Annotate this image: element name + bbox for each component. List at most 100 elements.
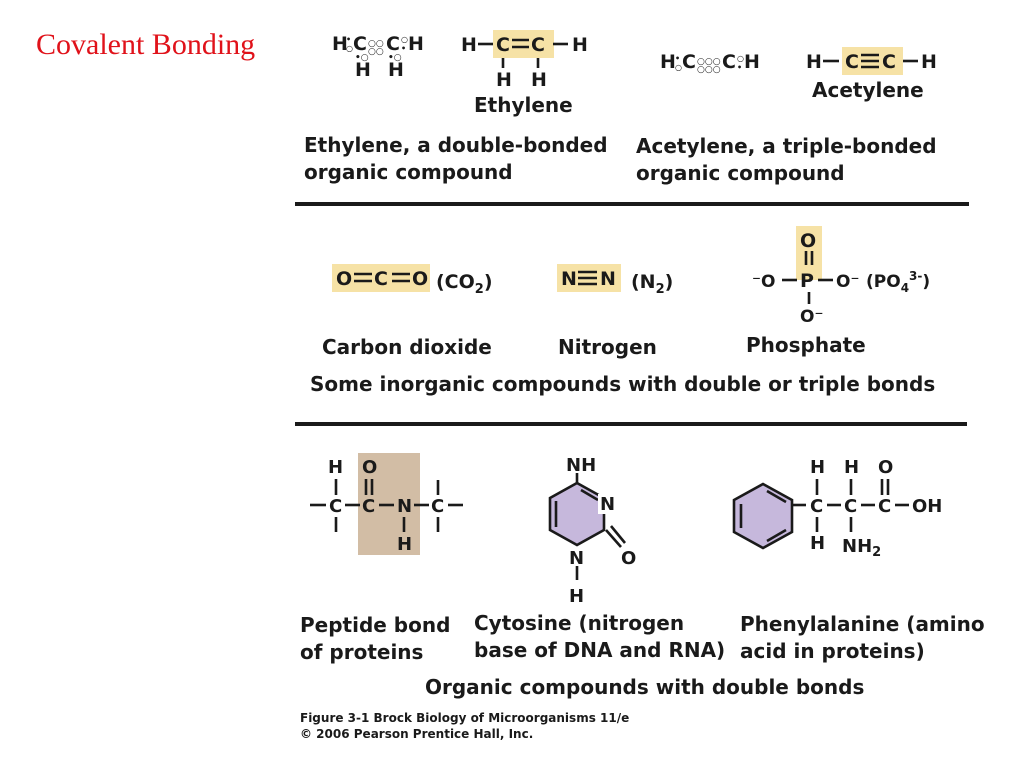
peptide-c-atom: C (431, 496, 444, 517)
peptide-h-atom: H (397, 534, 412, 555)
ethylene-name: Ethylene (474, 93, 573, 117)
double-bond-highlight (332, 264, 430, 292)
ethylene-lewis-electron-pair: ○ (401, 35, 408, 44)
ethylene-caption-line1: Ethylene, a double-bonded (304, 133, 608, 157)
acetylene-lewis-h-left: H (660, 51, 676, 73)
acetylene-lewis-c1: C (682, 51, 696, 73)
n2-n-atom: N (600, 268, 616, 290)
ethylene-lewis-c1: C (353, 33, 367, 55)
ethylene-lewis-structure: H • ○ C ○○ ○○ C ○ • H •○ •○ H H (332, 33, 424, 81)
cytosine-nh-group: NH (566, 455, 596, 476)
ethylene-caption-line2: organic compound (304, 160, 513, 184)
benzene-ring (732, 482, 794, 550)
atom-backdrop (598, 494, 618, 514)
acetylene-lewis-h-right: H (744, 51, 760, 73)
ethylene-lewis-electron-pair: •○ (388, 53, 402, 63)
phosphate-label: Phosphate (746, 333, 866, 357)
ethylene-structural-formula: H C C H H H Ethylene (461, 30, 588, 117)
phenylalanine-caption-line1: Phenylalanine (amino (740, 612, 985, 636)
co2-formula: (CO2) (436, 271, 493, 297)
acetylene-structural-formula: H C C H Acetylene (806, 47, 937, 102)
peptide-c-atom: C (329, 496, 342, 517)
phenyl-c-atom: C (878, 496, 891, 517)
ethylene-c-atom: C (496, 34, 510, 56)
peptide-caption-line1: Peptide bond (300, 613, 450, 637)
ring-double-bond (766, 489, 787, 504)
acetylene-c-atom: C (882, 51, 896, 73)
acetylene-lewis-structure: H • ○ C ○○○ ○○○ C ○ • H (660, 51, 760, 75)
acetylene-caption-line2: organic compound (636, 161, 845, 185)
slide-title: Covalent Bonding (36, 28, 256, 61)
cytosine-h-atom: H (569, 586, 584, 607)
phosphate-o-atom: O (800, 230, 816, 252)
phosphate-structure: O ⁻O P O⁻ O⁻ (PO43-) (752, 226, 930, 327)
ethylene-lewis-double-pair: ○○ (368, 39, 384, 49)
ethylene-lewis-h-right: H (408, 33, 424, 55)
acetylene-lewis-electron-pair: • (675, 54, 680, 63)
double-bond-highlight (796, 226, 822, 280)
co2-o-atom: O (412, 268, 428, 290)
ethylene-lewis-h-left: H (332, 33, 348, 55)
figure-credit-line2: © 2006 Pearson Prentice Hall, Inc. (300, 727, 533, 741)
peptide-o-atom: O (362, 457, 377, 478)
phenyl-c-atom: C (844, 496, 857, 517)
phosphate-formula: (PO43-) (866, 269, 930, 295)
cytosine-n-atom: N (569, 548, 584, 569)
double-bond-highlight (493, 30, 554, 58)
peptide-caption-line2: of proteins (300, 640, 423, 664)
acetylene-name: Acetylene (812, 78, 924, 102)
phenylalanine-structure: H H O C C C OH H NH2 (732, 457, 942, 560)
acetylene-lewis-electron-pair: ○ (675, 63, 682, 72)
carbonyl-double-bond (609, 525, 627, 544)
phosphate-p-atom: P (800, 270, 814, 292)
n2-formula: (N2) (631, 271, 673, 297)
phenyl-c-atom: C (810, 496, 823, 517)
ethylene-lewis-electron-pair: • (401, 44, 406, 53)
phenyl-o-atom: O (878, 457, 893, 478)
carbon-dioxide-structure: O C O (CO2) (332, 264, 493, 297)
peptide-c-atom: C (362, 496, 375, 517)
ethylene-lewis-double-pair: ○○ (368, 47, 384, 57)
peptide-h-atom: H (328, 457, 343, 478)
ethylene-h-atom: H (531, 69, 547, 91)
phosphate-o-minus: O⁻ (800, 307, 823, 327)
organic-caption: Organic compounds with double bonds (425, 675, 864, 699)
acetylene-caption-line1: Acetylene, a triple-bonded (636, 134, 937, 158)
ethylene-lewis-h-bottom: H (355, 59, 371, 81)
ethylene-h-atom: H (572, 34, 588, 56)
phosphate-o-minus: ⁻O (752, 272, 775, 292)
phenyl-h-atom: H (810, 457, 825, 478)
peptide-bond-structure: H O C C N C H (310, 453, 463, 555)
acetylene-lewis-triple-pair: ○○○ (697, 57, 721, 67)
carbon-dioxide-label: Carbon dioxide (322, 335, 492, 359)
ethylene-lewis-c2: C (386, 33, 400, 55)
phenyl-h-atom: H (844, 457, 859, 478)
ring-double-bond (580, 488, 599, 502)
pyrimidine-ring (548, 481, 606, 547)
phenylalanine-caption-line2: acid in proteins) (740, 639, 925, 663)
acetylene-lewis-electron-pair: ○ (737, 54, 744, 63)
phenyl-nh2-group: NH2 (842, 536, 881, 560)
peptide-n-atom: N (397, 496, 412, 517)
ethylene-lewis-electron-pair: • (346, 35, 351, 44)
co2-o-atom: O (336, 268, 352, 290)
acetylene-lewis-c2: C (722, 51, 736, 73)
cytosine-caption-line2: base of DNA and RNA) (474, 638, 725, 662)
atom-backdrop (564, 548, 590, 566)
acetylene-c-atom: C (845, 51, 859, 73)
ethylene-lewis-h-bottom: H (388, 59, 404, 81)
acetylene-lewis-electron-pair: • (737, 63, 742, 72)
ethylene-h-atom: H (461, 34, 477, 56)
inorganic-caption: Some inorganic compounds with double or … (310, 372, 935, 396)
n2-n-atom: N (561, 268, 577, 290)
acetylene-lewis-triple-pair: ○○○ (697, 65, 721, 75)
cytosine-o-atom: O (621, 548, 636, 569)
co2-c-atom: C (374, 268, 388, 290)
figure-credit-line1: Figure 3-1 Brock Biology of Microorganis… (300, 711, 629, 725)
ethylene-lewis-electron-pair: •○ (355, 53, 369, 63)
cytosine-structure: NH N O N H (548, 455, 636, 607)
acetylene-h-atom: H (921, 51, 937, 73)
ethylene-h-atom: H (496, 69, 512, 91)
ethylene-lewis-electron-pair: ○ (346, 44, 353, 53)
